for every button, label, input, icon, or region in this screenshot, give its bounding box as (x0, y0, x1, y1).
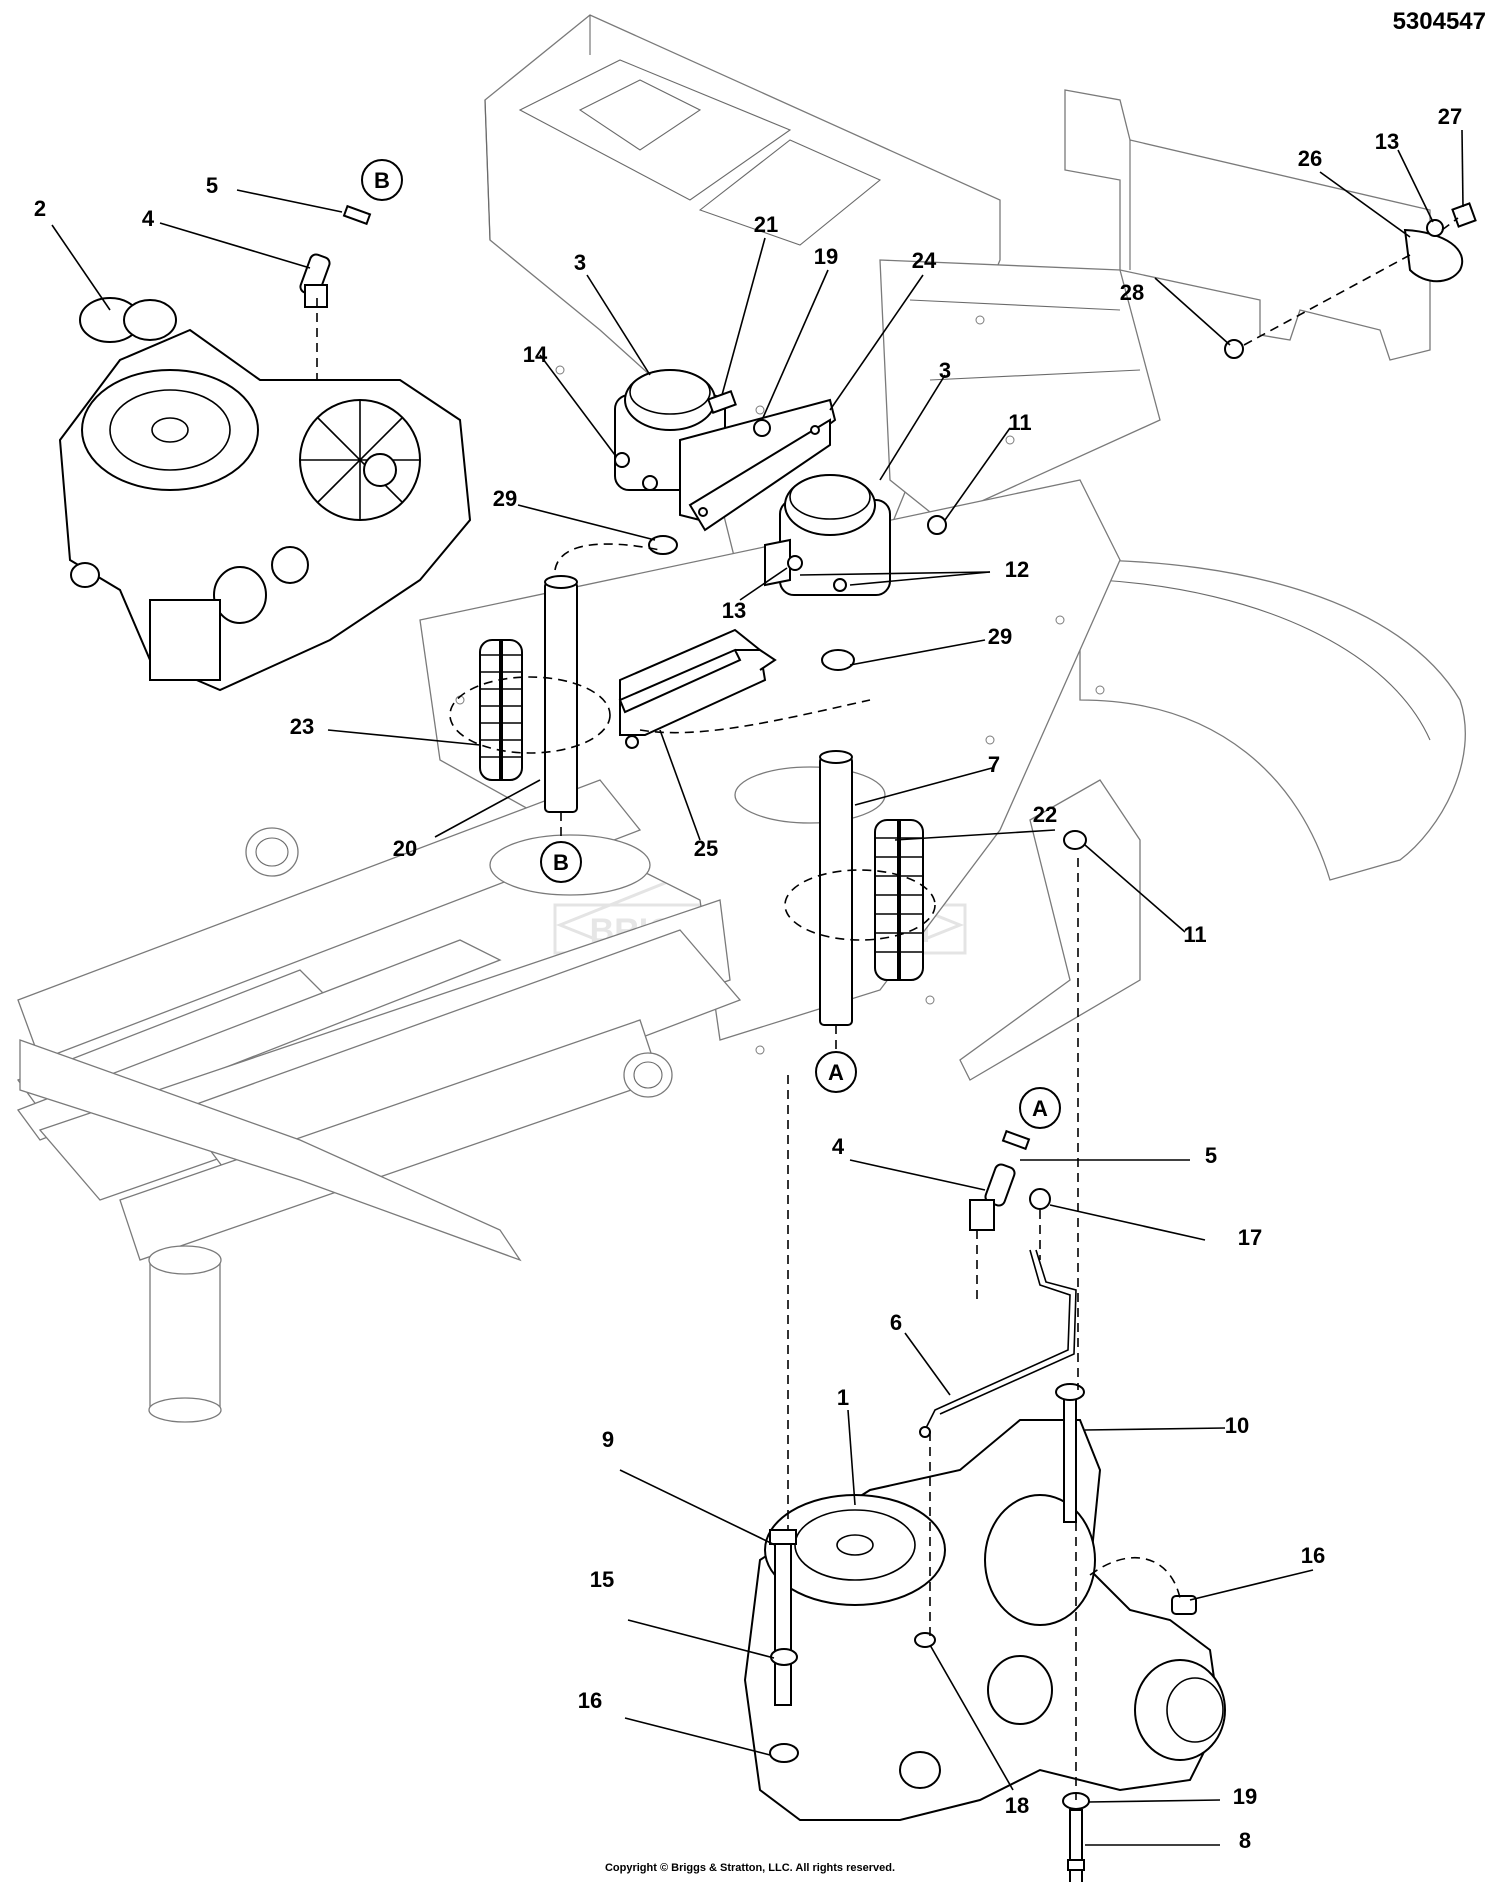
transaxle-left (58, 297, 472, 692)
part-label: 5 (1205, 1143, 1217, 1168)
part-label: 9 (602, 1427, 614, 1452)
upper-right-bracket (1064, 89, 1477, 361)
oil-reservoir-left (614, 369, 726, 491)
callout-a-top: A (815, 1051, 857, 1093)
part-label: 8 (1239, 1828, 1251, 1853)
part-label: 5 (206, 173, 218, 198)
hose-guards (479, 639, 924, 981)
svg-text:B: B (553, 850, 569, 875)
svg-text:A: A (1032, 1096, 1048, 1121)
part-label: 25 (694, 836, 718, 861)
hydraulic-tubes (544, 575, 853, 1026)
part-label: 28 (1120, 280, 1144, 305)
part-label: 29 (493, 486, 517, 511)
document-number: 5304547 (1392, 8, 1486, 35)
part-label: 29 (988, 624, 1012, 649)
part-label: 22 (1033, 802, 1057, 827)
part-label: 6 (890, 1310, 902, 1335)
lower-hardware (299, 204, 1197, 1882)
callout-b-top: B (361, 159, 403, 201)
copyright-notice: Copyright © Briggs & Stratton, LLC. All … (604, 1862, 896, 1874)
part-label: 17 (1238, 1225, 1262, 1250)
part-label: 11 (1008, 410, 1031, 435)
part-label: 13 (1375, 129, 1399, 154)
part-label: 12 (1005, 557, 1029, 582)
part-label: 19 (814, 244, 838, 269)
reservoir-bracket (679, 398, 837, 532)
part-label: 21 (754, 212, 778, 237)
part-labels: 5 4 2 3 21 19 24 14 3 11 29 12 13 29 23 … (34, 104, 1462, 1853)
part-label: 10 (1225, 1413, 1249, 1438)
leader-lines (51, 129, 1464, 1846)
hose-clamp-bracket (618, 628, 777, 749)
assembly-guides (316, 298, 1181, 1800)
part-label: 1 (837, 1385, 849, 1410)
part-label: 7 (988, 752, 1000, 777)
part-label: 11 (1183, 922, 1206, 947)
part-label: 20 (393, 836, 417, 861)
mower-frame (16, 14, 1466, 1423)
part-label: 19 (1233, 1784, 1257, 1809)
part-label: 15 (590, 1567, 614, 1592)
part-label: 4 (142, 206, 155, 231)
part-label: 4 (832, 1134, 845, 1159)
callout-b-bottom: B (540, 841, 582, 883)
part-label: 16 (1301, 1543, 1325, 1568)
transaxle-right (743, 1419, 1226, 1821)
part-label: 24 (912, 248, 937, 273)
part-label: 14 (523, 342, 548, 367)
svg-text:B: B (374, 168, 390, 193)
part-label: 3 (939, 358, 951, 383)
hose-routing-dashes (449, 543, 936, 941)
callout-a-bottom: A (1019, 1087, 1061, 1129)
part-label: 3 (574, 250, 586, 275)
part-label: 16 (578, 1688, 602, 1713)
part-label: 26 (1298, 146, 1322, 171)
part-label: 27 (1438, 104, 1462, 129)
part-label: 2 (34, 196, 46, 221)
oil-reservoir-right (764, 474, 891, 596)
part-label: 13 (722, 598, 746, 623)
part-label: 23 (290, 714, 314, 739)
part-label: 18 (1005, 1793, 1029, 1818)
svg-text:A: A (828, 1060, 844, 1085)
